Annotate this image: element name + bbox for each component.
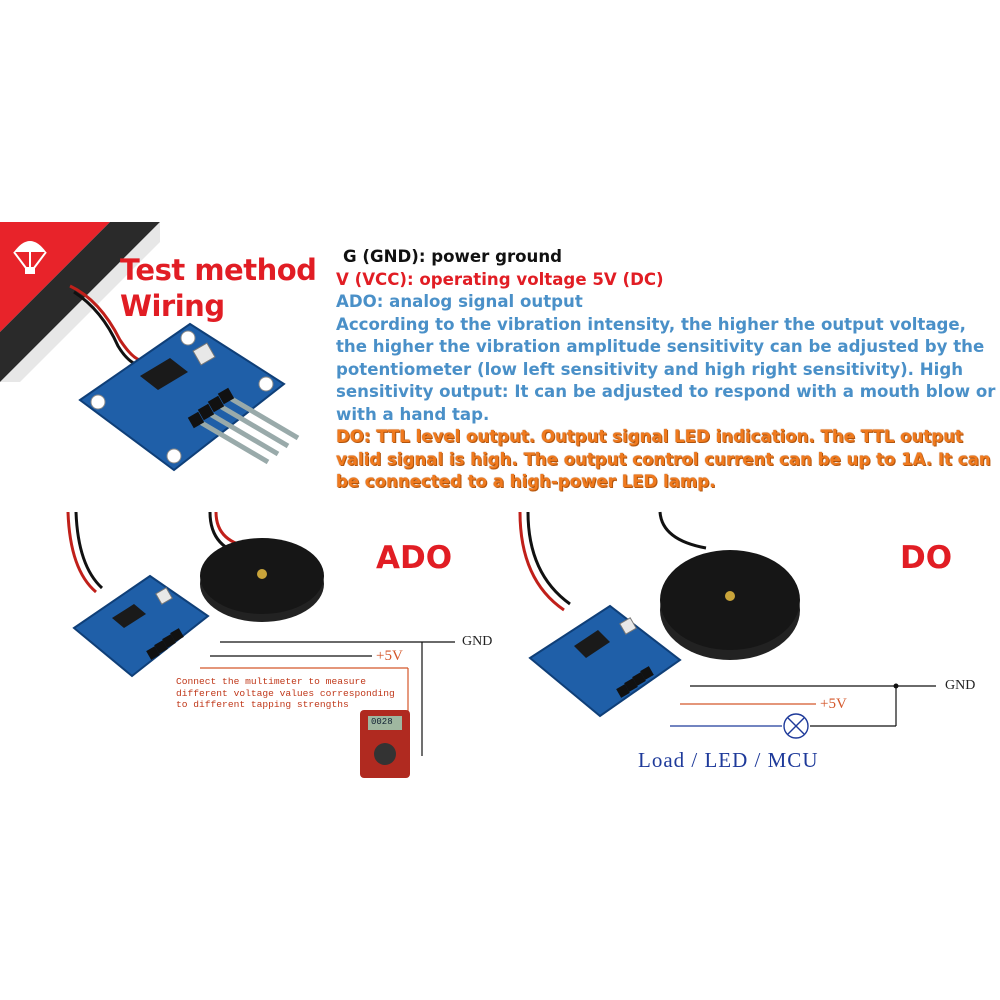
note-line: to different tapping strengths [176, 699, 349, 710]
ado-line: with a hand tap. [336, 404, 490, 424]
ado-line: potentiometer (low left sensitivity and … [336, 359, 964, 379]
vcc-description: V (VCC): operating voltage 5V (DC) [336, 269, 664, 289]
do-gnd-label: GND [945, 678, 976, 693]
title-line-1: Test method [120, 253, 317, 287]
meter-display: 0028 [371, 717, 393, 727]
note-line: Connect the multimeter to measure [176, 676, 366, 687]
ado-line: According to the vibration intensity, th… [336, 314, 966, 334]
do-line: valid signal is high. The output control… [336, 449, 991, 469]
parachute-logo-icon [13, 241, 47, 274]
ado-gnd-label: GND [462, 634, 493, 649]
load-label: Load / LED / MCU [638, 748, 819, 772]
multimeter-note: Connect the multimeter to measure differ… [176, 676, 395, 711]
lamp-icon [783, 713, 809, 739]
test-method-title: Test method Wiring [120, 252, 340, 324]
ado-label: ADO [376, 540, 453, 576]
multimeter-icon [360, 710, 410, 778]
piezo-disc-icon [660, 550, 800, 660]
ado-line: sensitivity output: It can be adjusted t… [336, 382, 996, 401]
do-plus5v-label: +5V [820, 696, 847, 712]
piezo-disc-icon [200, 538, 324, 622]
sensor-board-icon [69, 284, 300, 472]
ado-plus5v-label: +5V [376, 648, 403, 664]
do-wiring-diagram [518, 511, 936, 739]
do-label: DO [900, 540, 953, 576]
note-line: different voltage values corresponding [176, 687, 395, 699]
do-line: DO: TTL level output. Output signal LED … [336, 427, 963, 446]
ado-title: ADO: analog signal output [336, 292, 583, 311]
title-line-2: Wiring [120, 289, 225, 323]
pin-description: G (GND): power ground V (VCC): operating… [336, 246, 996, 494]
corner-decoration [0, 222, 160, 382]
ado-line: the higher the vibration amplitude sensi… [336, 337, 985, 356]
do-line: be connected to a high-power LED lamp. [336, 472, 716, 491]
gnd-description: G (GND): power ground [343, 247, 563, 266]
ado-wiring-diagram [66, 511, 455, 778]
